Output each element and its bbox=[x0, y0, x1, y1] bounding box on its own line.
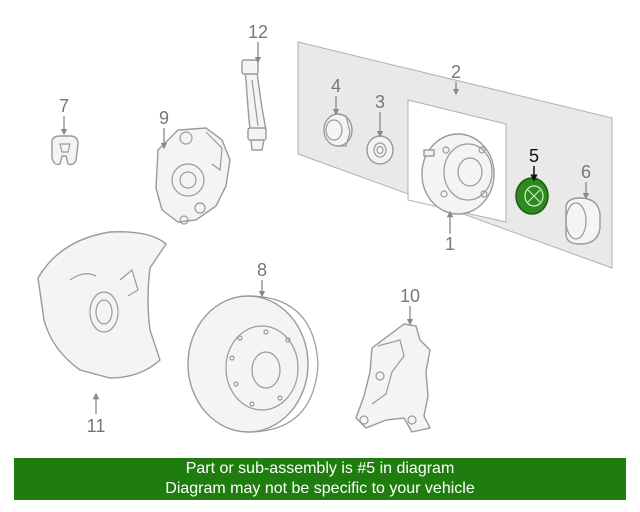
callout-8: 8 bbox=[257, 260, 267, 280]
callout-6: 6 bbox=[581, 162, 591, 182]
brake-hose-part-12[interactable] bbox=[241, 59, 267, 151]
callout-5: 5 bbox=[529, 146, 539, 166]
callout-4: 4 bbox=[331, 76, 341, 96]
callout-1: 1 bbox=[445, 234, 455, 254]
seal-part-5-highlighted[interactable] bbox=[515, 177, 549, 215]
bearing-part-4[interactable] bbox=[323, 113, 353, 147]
callout-11: 11 bbox=[87, 416, 106, 436]
caliper-part-9[interactable] bbox=[155, 127, 231, 225]
clip-part-7[interactable] bbox=[51, 135, 79, 166]
info-banner: Part or sub-assembly is #5 in diagram Di… bbox=[14, 458, 626, 500]
banner-line-2: Diagram may not be specific to your vehi… bbox=[165, 480, 475, 497]
dust-cap-part-6[interactable] bbox=[565, 197, 601, 245]
callout-7: 7 bbox=[59, 96, 69, 116]
callout-10: 10 bbox=[400, 286, 420, 306]
banner-line-1: Part or sub-assembly is #5 in diagram bbox=[185, 460, 455, 477]
nut-part-3[interactable] bbox=[366, 135, 394, 165]
hub-part-1[interactable] bbox=[421, 133, 495, 215]
brake-rotor-part-8[interactable] bbox=[187, 295, 319, 433]
callout-12: 12 bbox=[248, 22, 268, 42]
caliper-bracket-part-10[interactable] bbox=[355, 323, 432, 433]
callout-9: 9 bbox=[159, 108, 169, 128]
splash-shield-part-11[interactable] bbox=[37, 231, 167, 379]
callout-3: 3 bbox=[375, 92, 385, 112]
leader-lines bbox=[60, 42, 590, 414]
callout-2: 2 bbox=[451, 62, 461, 82]
